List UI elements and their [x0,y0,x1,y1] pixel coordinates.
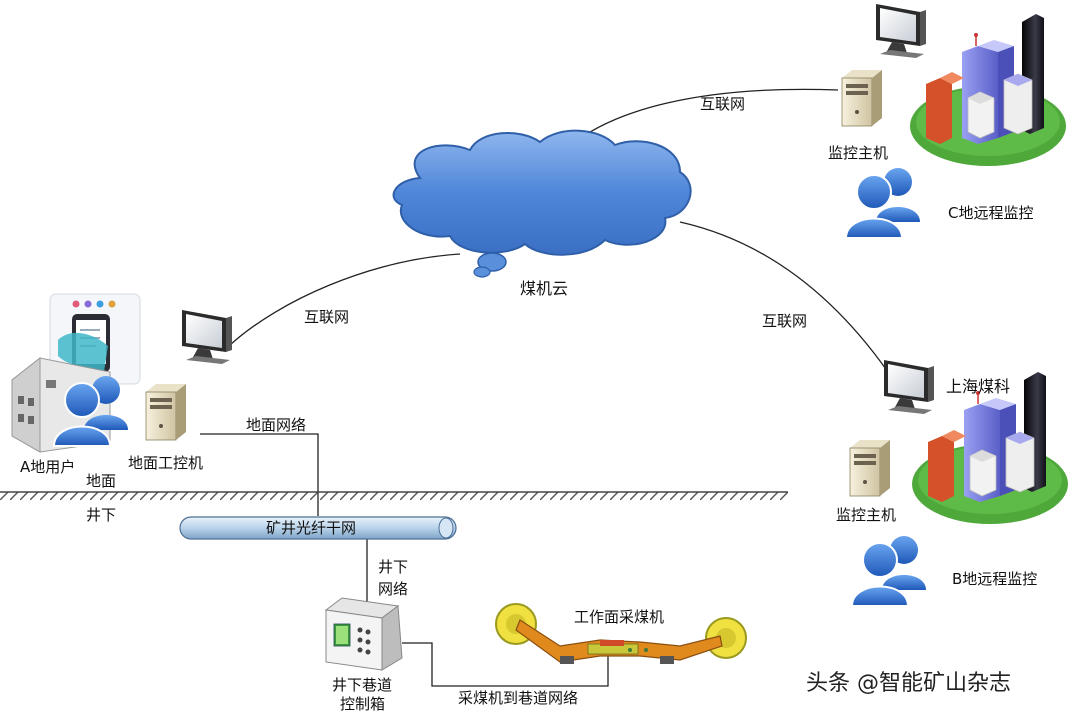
link-shearer-net [402,642,609,687]
shearer-icon [495,603,747,664]
user-a-label: A地用户 [20,458,75,476]
monitor-host-c-label: 监控主机 [828,144,888,162]
control-box-icon [324,597,403,671]
cloud-icon [392,129,692,278]
link-surface-net [200,433,319,516]
remote-c-label: C地远程监控 [948,204,1033,222]
surface-pc-label: 地面工控机 [128,454,203,472]
monitor-icon [884,360,934,414]
monitor-host-b-label: 监控主机 [836,506,896,524]
surface-label: 地面 [86,472,116,490]
link-cloud-to-b [679,221,889,373]
users-icon [845,167,921,239]
internet-label-left: 互联网 [304,308,349,326]
phone-icon [49,293,141,385]
tunnel-box-label-1: 井下巷道 [332,676,392,694]
tunnel-box-label-2: 控制箱 [340,695,385,712]
underground-label: 井下 [86,506,116,524]
monitor-icon [182,310,232,364]
shearer-label: 工作面采煤机 [574,608,664,626]
shanghai-label: 上海煤科 [946,377,1010,396]
watermark: 头条 @智能矿山杂志 [806,671,1011,696]
backbone-label: 矿井光纤干网 [266,519,356,537]
remote-b-label: B地远程监控 [952,570,1037,588]
ug-net-label-2: 网络 [378,580,408,598]
fiber-backbone [179,516,457,540]
monitor-icon [876,4,926,58]
link-cloud-to-surface [229,253,461,346]
server-icon [841,69,883,127]
ground-line [0,491,788,500]
server-icon [849,439,891,497]
users-icon [851,535,927,607]
surface-net-label: 地面网络 [246,416,306,434]
server-icon [145,383,187,441]
c-site-city [909,13,1067,167]
shearer-net-label: 采煤机到巷道网络 [458,689,578,707]
internet-label-top: 互联网 [700,95,745,113]
internet-label-right: 互联网 [762,312,807,330]
cloud-label: 煤机云 [520,279,568,298]
ug-net-label-1: 井下 [378,558,408,576]
